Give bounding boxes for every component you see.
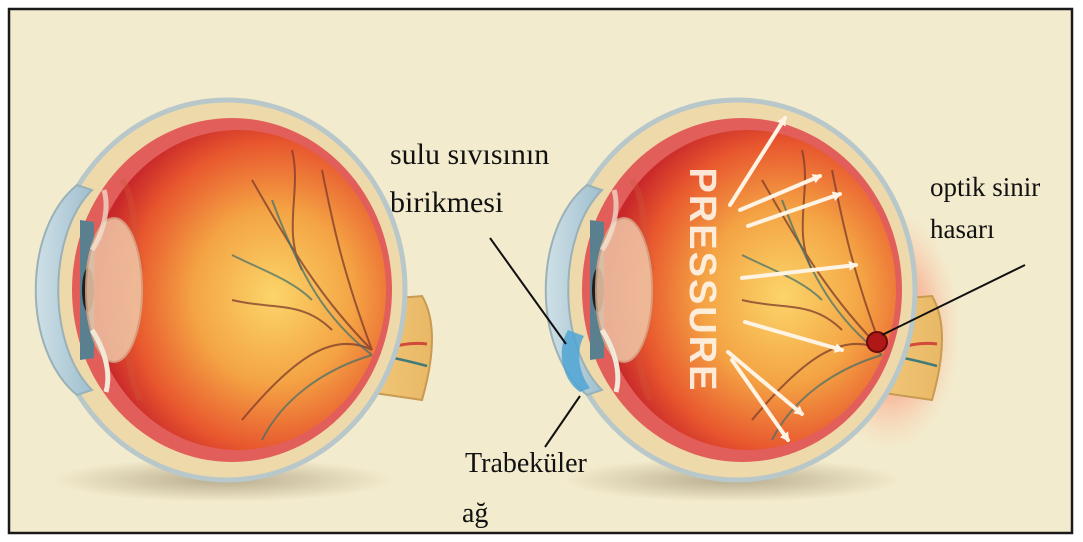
aqueous-label-line1: sulu sıvısının bbox=[390, 138, 549, 171]
pressure-text: PRESSURE bbox=[681, 167, 723, 392]
trabecular-label-line2: ağ bbox=[462, 498, 488, 529]
trabecular-label-line1: Trabeküler bbox=[465, 448, 588, 479]
optic-label-line2: hasarı bbox=[930, 214, 994, 244]
optic-label-line1: optik sinir bbox=[930, 172, 1040, 202]
aqueous-label-line2: birikmesi bbox=[390, 186, 503, 219]
